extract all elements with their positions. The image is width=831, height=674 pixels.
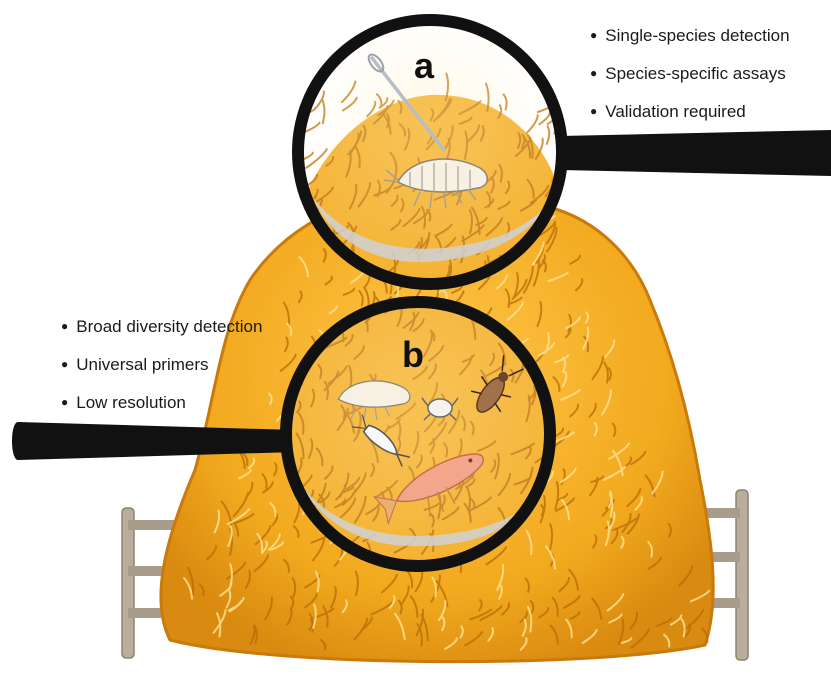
panel-a-label: a <box>414 45 435 86</box>
panel-b-label: b <box>402 334 424 375</box>
panel-a-bullets: Single-species detection Species-specifi… <box>590 26 790 140</box>
bullet-item: Validation required <box>590 102 790 140</box>
bullet-item: Universal primers <box>61 355 262 393</box>
bullet-item: Low resolution <box>61 393 262 431</box>
bullet-item: Species-specific assays <box>590 64 790 102</box>
bullet-item: Single-species detection <box>590 26 790 64</box>
bullet-item: Broad diversity detection <box>61 317 262 355</box>
panel-b-bullets: Broad diversity detection Universal prim… <box>61 317 262 431</box>
